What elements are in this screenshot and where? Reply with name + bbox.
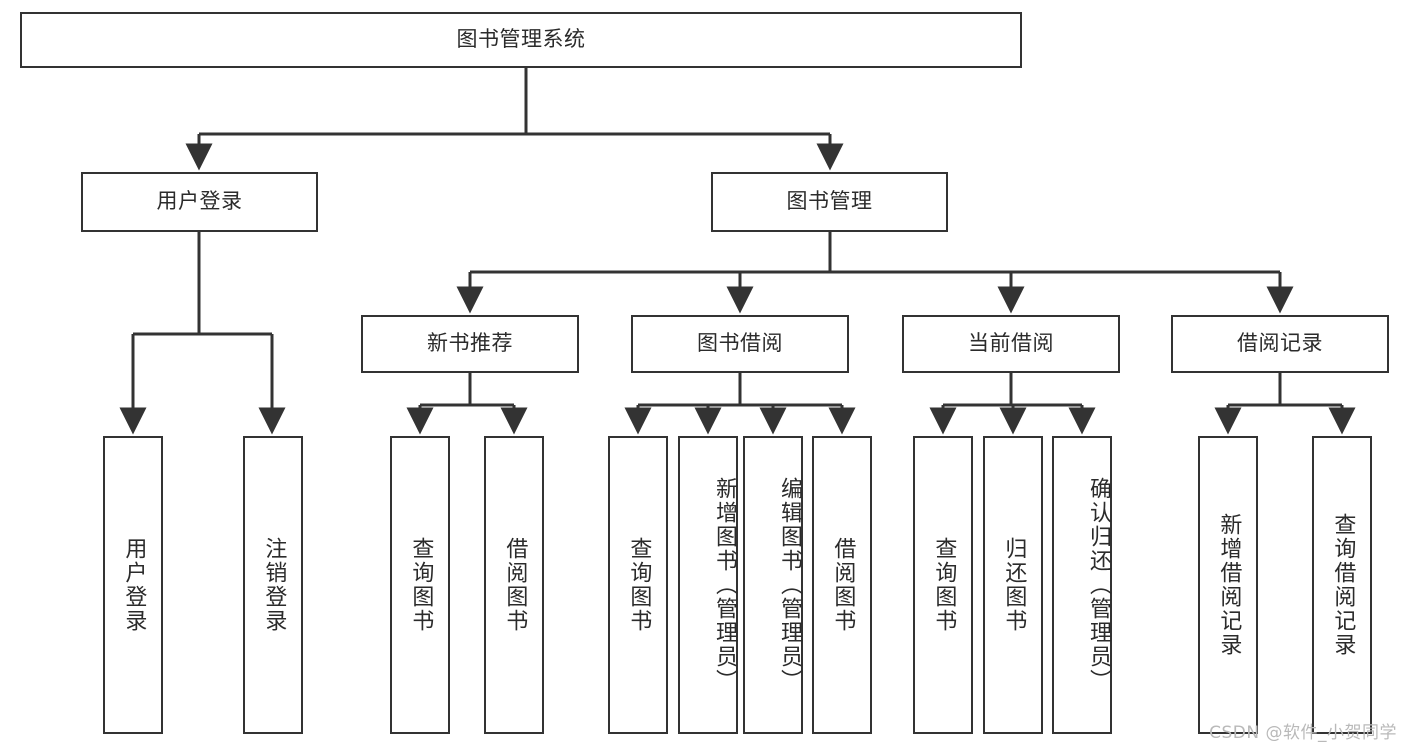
leaf-new-book-recommend-0[interactable]: 查询图书 xyxy=(390,436,450,734)
node-root-label: 图书管理系统 xyxy=(456,27,586,52)
leaf-user-login-1[interactable]: 注销登录 xyxy=(243,436,303,734)
node-book-borrow[interactable]: 图书借阅 xyxy=(631,315,849,373)
leaf-label: 借阅图书 xyxy=(830,537,856,633)
leaf-label: 借阅图书 xyxy=(502,537,528,633)
leaf-book-borrow-2[interactable]: 编辑图书（管理员） xyxy=(743,436,803,734)
node-borrow-record[interactable]: 借阅记录 xyxy=(1171,315,1389,373)
leaf-user-login-0[interactable]: 用户登录 xyxy=(103,436,163,734)
leaf-borrow-record-0[interactable]: 新增借阅记录 xyxy=(1198,436,1258,734)
node-root[interactable]: 图书管理系统 xyxy=(20,12,1022,68)
leaf-book-borrow-3[interactable]: 借阅图书 xyxy=(812,436,872,734)
leaf-label: 确认归还（管理员） xyxy=(1086,477,1111,693)
node-book-borrow-label: 图书借阅 xyxy=(697,331,783,356)
leaf-label: 查询图书 xyxy=(931,537,957,633)
leaf-label: 注销登录 xyxy=(261,537,287,633)
leaf-label: 查询图书 xyxy=(626,537,652,633)
leaf-label: 用户登录 xyxy=(121,537,147,633)
leaf-new-book-recommend-1[interactable]: 借阅图书 xyxy=(484,436,544,734)
leaf-label: 归还图书 xyxy=(1001,537,1027,633)
node-current-borrow-label: 当前借阅 xyxy=(968,331,1054,356)
node-book-manage-label: 图书管理 xyxy=(786,189,873,214)
node-book-manage[interactable]: 图书管理 xyxy=(711,172,948,232)
node-new-book-recommend[interactable]: 新书推荐 xyxy=(361,315,579,373)
leaf-label: 编辑图书（管理员） xyxy=(777,477,802,693)
leaf-current-borrow-2[interactable]: 确认归还（管理员） xyxy=(1052,436,1112,734)
node-new-book-recommend-label: 新书推荐 xyxy=(427,331,513,356)
leaf-book-borrow-0[interactable]: 查询图书 xyxy=(608,436,668,734)
node-user-login[interactable]: 用户登录 xyxy=(81,172,318,232)
leaf-current-borrow-0[interactable]: 查询图书 xyxy=(913,436,973,734)
leaf-label: 查询借阅记录 xyxy=(1330,513,1356,657)
leaf-book-borrow-1[interactable]: 新增图书（管理员） xyxy=(678,436,738,734)
leaf-borrow-record-1[interactable]: 查询借阅记录 xyxy=(1312,436,1372,734)
leaf-label: 新增图书（管理员） xyxy=(712,477,737,693)
node-current-borrow[interactable]: 当前借阅 xyxy=(902,315,1120,373)
node-user-login-label: 用户登录 xyxy=(156,189,243,214)
node-borrow-record-label: 借阅记录 xyxy=(1237,331,1323,356)
leaf-current-borrow-1[interactable]: 归还图书 xyxy=(983,436,1043,734)
leaf-label: 新增借阅记录 xyxy=(1216,513,1242,657)
leaf-label: 查询图书 xyxy=(408,537,434,633)
